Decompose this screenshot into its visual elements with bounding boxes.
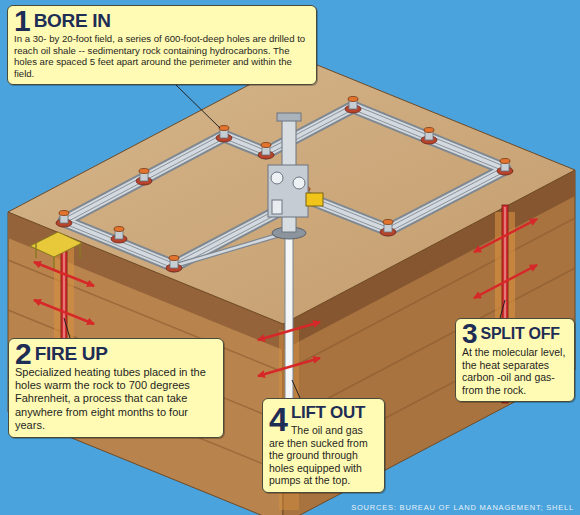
pipe-run: [174, 232, 289, 266]
rig-housing: [268, 165, 308, 217]
pipe-run: [64, 110, 505, 269]
pipe-run: [64, 107, 505, 266]
wellhead: [166, 256, 182, 273]
rack-leg: [35, 243, 37, 258]
heat-arrow: [258, 322, 320, 340]
callout-box: 1BORE INIn a 30- by 20-foot field, a ser…: [7, 5, 317, 85]
extraction-rig: [268, 113, 323, 239]
callout-number: 1: [14, 9, 31, 33]
heat-arrow: [474, 265, 537, 298]
rig-cap: [277, 113, 301, 121]
rack-leg: [53, 257, 55, 270]
pipe-run: [64, 105, 505, 264]
callout-box: 4LIFT OUTThe oil and gas are then sucked…: [262, 398, 385, 493]
rack-platform: [30, 232, 82, 257]
wellhead: [345, 97, 361, 114]
ground-block: [8, 58, 575, 515]
callout-heading: BORE IN: [14, 9, 310, 33]
leader-line: [292, 380, 300, 398]
pipe-run: [174, 232, 289, 266]
heat-arrow: [34, 262, 94, 286]
leader-line: [64, 318, 70, 338]
callout-number: 4: [269, 402, 288, 436]
pipe-run: [64, 107, 505, 266]
callout-heading: FIRE UP: [15, 342, 217, 366]
callout-heading: SPLIT OFF: [462, 322, 568, 346]
wellhead: [216, 126, 232, 143]
source-note: SOURCES: BUREAU OF LAND MANAGEMENT; SHEL…: [351, 503, 574, 512]
wellheads: [56, 97, 513, 273]
wellhead: [380, 220, 396, 237]
wellhead: [56, 211, 72, 228]
wellhead: [136, 169, 152, 186]
pump-motor: [306, 193, 323, 206]
heat-arrow: [34, 300, 94, 324]
callout-number: 2: [15, 342, 32, 366]
callout-box: 3SPLIT OFFAt the molecular level, the he…: [455, 318, 575, 402]
wellhead: [258, 143, 274, 160]
callout-box: 2FIRE UPSpecialized heating tubes placed…: [8, 338, 224, 438]
wellhead: [111, 227, 127, 244]
heat-arrow: [474, 219, 537, 252]
heat-arrow: [258, 358, 320, 376]
wellhead: [497, 159, 513, 176]
leader-line: [500, 300, 505, 318]
rig-tank: [271, 172, 283, 184]
callout-body: In a 30- by 20-foot field, a series of 6…: [14, 33, 310, 79]
callout-body: At the molecular level, the heat separat…: [462, 346, 568, 396]
rack-leg: [79, 244, 81, 258]
wellhead: [421, 128, 437, 145]
stratum-line: [8, 360, 283, 472]
rig-valve: [272, 200, 282, 214]
callout-number: 3: [462, 322, 478, 346]
pipe-bundle: [64, 105, 505, 269]
callout-body: Specialized heating tubes placed in the …: [15, 366, 217, 432]
rig-tank: [293, 177, 305, 189]
leader-line: [175, 84, 220, 128]
